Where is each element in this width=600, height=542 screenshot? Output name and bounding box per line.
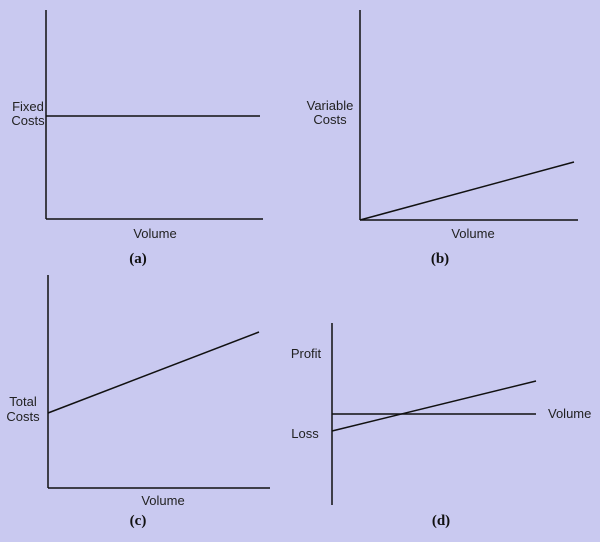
profit-line: [331, 380, 537, 432]
y-label-line1: Variable: [307, 98, 354, 113]
caption: (a): [129, 251, 147, 267]
caption: (c): [130, 513, 147, 529]
x-label: Volume: [451, 226, 494, 241]
y-label-line1: Total: [9, 394, 37, 409]
total-costs-line: [47, 331, 260, 414]
y-label-line2: Costs: [313, 112, 347, 127]
y-label-line2: Costs: [6, 409, 40, 424]
profit-label: Profit: [291, 346, 322, 361]
panel-a-fixed-costs: Fixed Costs Volume (a): [11, 10, 263, 267]
y-label-line1: Fixed: [12, 99, 44, 114]
x-label: Volume: [133, 226, 176, 241]
panel-c-total-costs: Total Costs Volume (c): [6, 275, 270, 529]
variable-costs-line: [359, 161, 575, 221]
caption: (d): [432, 513, 450, 529]
caption: (b): [431, 251, 449, 267]
x-label: Volume: [141, 493, 184, 508]
panel-d-profit-loss: Profit Loss Volume (d): [291, 323, 591, 529]
loss-label: Loss: [291, 426, 319, 441]
y-label-line2: Costs: [11, 113, 45, 128]
x-label: Volume: [548, 406, 591, 421]
panel-b-variable-costs: Variable Costs Volume (b): [307, 10, 578, 267]
